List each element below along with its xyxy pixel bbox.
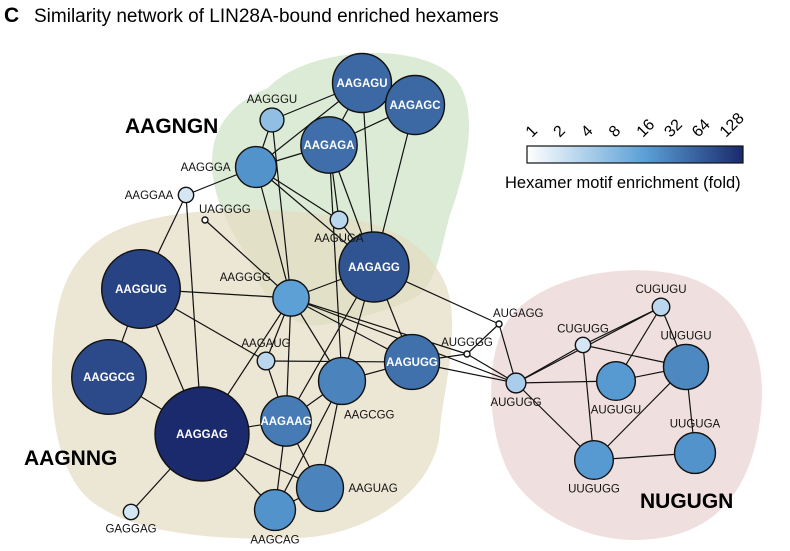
legend-tick-4: 4 bbox=[578, 122, 596, 140]
legend-tick-128: 128 bbox=[717, 110, 748, 141]
edge-aaggga-aagggg bbox=[255, 166, 292, 299]
node-label-aagaug: AAGAUG bbox=[241, 338, 290, 350]
legend-tick-64: 64 bbox=[689, 116, 714, 141]
node-aagggg bbox=[272, 279, 310, 317]
node-aagagg bbox=[338, 231, 410, 303]
legend-tick-2: 2 bbox=[551, 122, 569, 140]
legend-tick-8: 8 bbox=[606, 122, 624, 140]
node-label-cugugg: CUGUGG bbox=[557, 323, 609, 335]
node-cugugu bbox=[651, 297, 671, 317]
node-augugg bbox=[505, 372, 527, 394]
node-label-aagaag: AAGAAG bbox=[260, 416, 311, 428]
node-aaguag bbox=[295, 463, 345, 513]
node-aagugg bbox=[383, 333, 441, 391]
cluster-labels: AAGNGN AAGNNG NUGUGN bbox=[24, 115, 733, 513]
node-aagagu bbox=[331, 52, 393, 114]
edge-aagggg-augggg bbox=[290, 297, 468, 355]
edge-cugugu-cugugg bbox=[582, 306, 662, 346]
node-label-aagggu: AAGGGU bbox=[247, 94, 297, 106]
node-aagaag bbox=[260, 395, 312, 447]
node-label-aagugg: AAGUGG bbox=[386, 357, 438, 369]
node-label-aagagc: AAGAGC bbox=[389, 100, 440, 112]
node-label-gaggag: GAGGAG bbox=[105, 524, 156, 536]
node-label-aagagu: AAGAGU bbox=[336, 78, 387, 90]
node-aaggag bbox=[154, 386, 250, 482]
legend-tick-16: 16 bbox=[634, 116, 659, 141]
node-label-augggg: AUGGGG bbox=[441, 337, 493, 349]
node-label-aaggag: AAGGAG bbox=[176, 429, 228, 441]
node-label-aaggug: AAGGUG bbox=[115, 284, 167, 296]
node-label-aaguag: AAGUAG bbox=[348, 483, 397, 495]
legend-tick-1: 1 bbox=[523, 122, 541, 140]
node-uagggg bbox=[201, 216, 209, 224]
node-label-aaggcg: AAGGCG bbox=[83, 372, 135, 384]
node-uuguga bbox=[673, 431, 717, 475]
node-label-uuguga: UUGUGA bbox=[670, 419, 721, 431]
cluster-label-aagngn: AAGNGN bbox=[125, 115, 218, 138]
node-cugugg bbox=[574, 336, 592, 354]
edge-aagaga-aagcgg bbox=[328, 144, 343, 382]
node-aagggu bbox=[259, 107, 285, 133]
node-label-aagcag: AAGCAG bbox=[250, 534, 299, 546]
node-label-aagggg: AAGGGG bbox=[220, 272, 271, 284]
node-label-aagcgg: AAGCGG bbox=[344, 409, 395, 421]
legend-tick-32: 32 bbox=[661, 116, 686, 141]
legend-title: Hexamer motif enrichment (fold) bbox=[505, 174, 741, 192]
node-augggg bbox=[463, 350, 471, 358]
node-uugugg bbox=[573, 439, 615, 481]
node-aagcgg bbox=[317, 356, 367, 406]
node-uugugu bbox=[662, 343, 710, 391]
node-label-uugugg: UUGUGG bbox=[568, 483, 620, 495]
node-aagaug bbox=[256, 351, 276, 371]
node-label-augugu: AUGUGU bbox=[591, 404, 641, 416]
legend-color-bar bbox=[526, 145, 744, 164]
node-aaggcg bbox=[71, 339, 147, 415]
edge-uagggg-aagggg bbox=[204, 219, 292, 299]
network-nodes bbox=[71, 52, 717, 532]
cluster-label-nugugn: NUGUGN bbox=[640, 490, 733, 513]
edge-aagcgg-aagcag bbox=[274, 380, 343, 511]
node-gaggag bbox=[122, 503, 140, 521]
node-aaggga bbox=[234, 145, 278, 189]
node-label-augagg: AUGAGG bbox=[493, 308, 544, 320]
node-aaguga bbox=[329, 210, 349, 230]
node-label-cugugu: CUGUGU bbox=[635, 284, 686, 296]
node-label-uugugu: UUGUGU bbox=[660, 330, 711, 342]
node-label-aaguga: AAGUGA bbox=[314, 233, 364, 245]
edge-augagg-augggg bbox=[466, 323, 500, 355]
node-label-aagagg: AAGAGG bbox=[348, 262, 400, 274]
edge-aagggu-aagggg bbox=[271, 119, 292, 299]
node-augugu bbox=[595, 360, 637, 402]
node-label-aagaga: AAGAGA bbox=[303, 140, 354, 152]
cluster-label-aagnng: AAGNNG bbox=[24, 447, 117, 470]
panel-letter: C bbox=[4, 4, 19, 27]
node-augagg bbox=[495, 320, 503, 328]
node-aagaga bbox=[300, 116, 358, 174]
node-aagagc bbox=[384, 74, 446, 136]
figure-title: Similarity network of LIN28A-bound enric… bbox=[34, 6, 499, 27]
node-aagcag bbox=[253, 488, 297, 532]
node-label-augugg: AUGUGG bbox=[490, 397, 541, 409]
node-aaggug bbox=[101, 249, 181, 329]
node-label-aaggga: AAGGGA bbox=[181, 162, 231, 174]
node-aaggaa bbox=[177, 186, 195, 204]
node-label-uagggg: UAGGGG bbox=[199, 204, 251, 216]
node-label-aaggaa: AAGGAA bbox=[125, 190, 174, 202]
